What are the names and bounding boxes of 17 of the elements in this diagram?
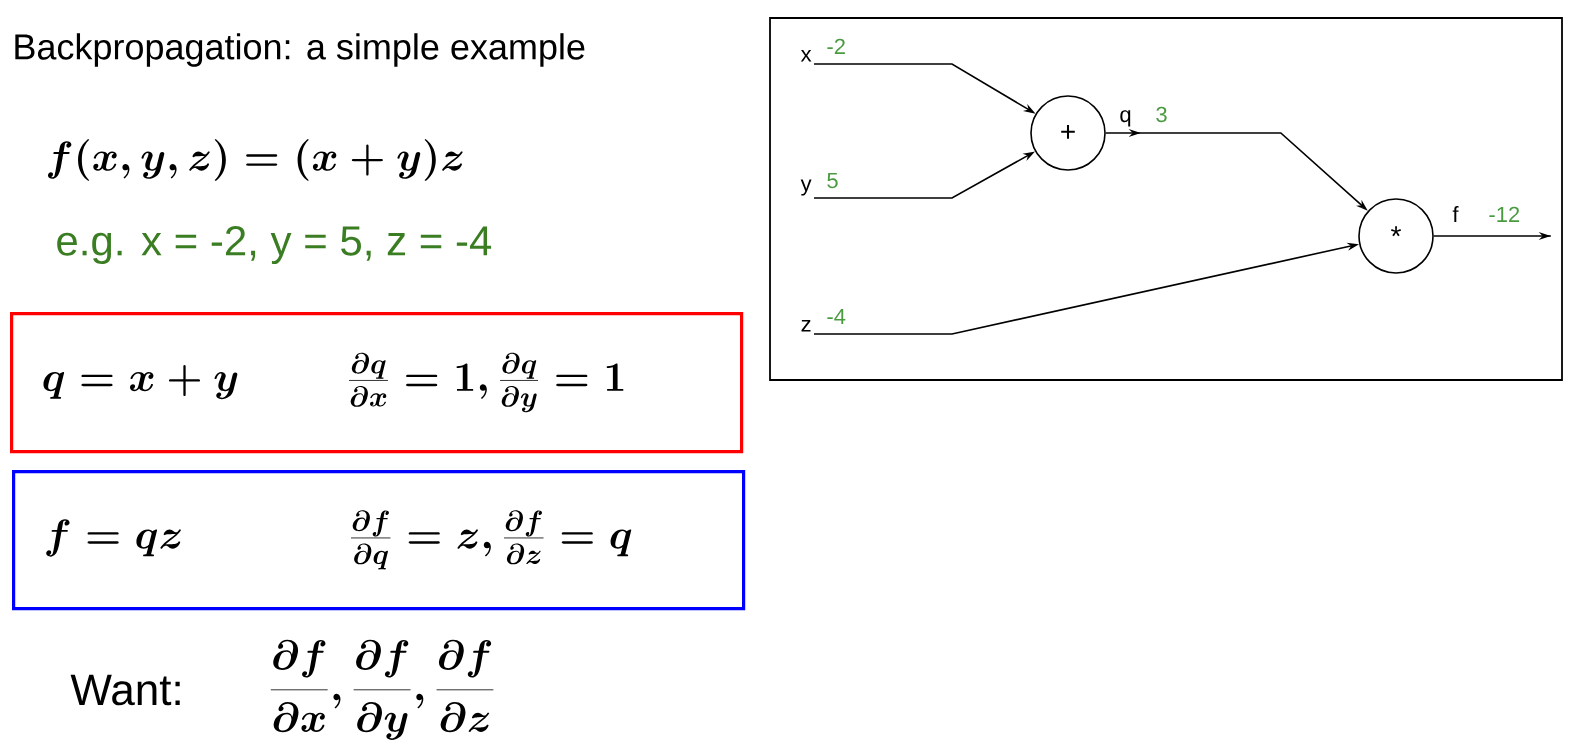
equation-box: $f = qz$ $\frac{\partial f}{\partial q} = z, \frac{\partial f}{\partial z} = q$ [12,470,746,611]
gradient-formula: $\frac{\partial f}{\partial x}, \frac{\partial f}{\partial y}, \frac{\partial f}{\partial z}$ [270,639,494,740]
value-label: -2 [827,38,845,54]
equation-box: $q = x + y$ $\frac{\partial q}{\partial x} = 1, \frac{\partial q}{\partial y} = 1$ [10,312,744,454]
input-label: z [801,320,811,332]
example-values: e.g. x = -2, y = 5, z = -4 [57,225,492,264]
function-formula: $f(x, y, z) = (x + y)z$ [48,139,463,181]
variable-label: q [1120,110,1131,127]
input-label: y [800,179,812,196]
value-label: -4 [827,308,846,324]
value-label: 3 [1156,106,1167,123]
input-label: x [800,50,812,62]
value-label: 5 [827,172,838,189]
title: Backpropagation: a simple example [15,33,585,67]
variable-label: f [1452,206,1459,222]
want-label: Want: [70,674,180,706]
value-label: -12 [1489,206,1520,222]
